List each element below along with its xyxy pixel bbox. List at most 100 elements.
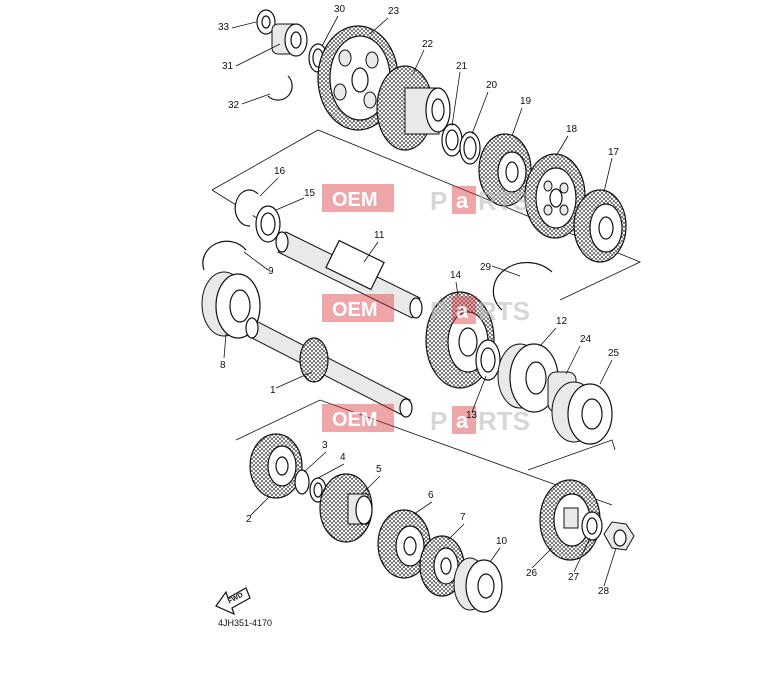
leader-line-13: [471, 375, 487, 413]
gear-5: [319, 473, 373, 543]
callout-30: 30: [334, 4, 346, 15]
svg-text:OEM: OEM: [332, 299, 378, 321]
callout-33: 33: [218, 22, 230, 33]
leader-line-5: [361, 475, 381, 495]
callout-19: 19: [520, 96, 532, 107]
callout-20: 20: [486, 80, 498, 91]
leader-line-20: [471, 91, 489, 135]
callout-32: 32: [228, 100, 240, 111]
leader-line-27: [573, 537, 591, 573]
assembly-frame-lower: [235, 399, 616, 506]
leader-line-21: [451, 71, 461, 127]
callout-18: 18: [566, 124, 578, 135]
callout-labels: 1234567891011121314151617181920212223242…: [218, 4, 620, 597]
leader-line-30: [321, 15, 339, 47]
circlip-32: [267, 75, 293, 101]
gear-2: [249, 433, 303, 499]
callout-16: 16: [274, 166, 286, 177]
callout-6: 6: [428, 490, 434, 501]
gear-7: [419, 535, 465, 597]
oil-seal-25: [551, 381, 613, 445]
svg-text:P: P: [430, 406, 447, 436]
leader-line-15: [275, 197, 305, 211]
gear-17: [573, 189, 627, 263]
callout-4: 4: [340, 452, 346, 463]
svg-text:a: a: [456, 298, 469, 323]
callout-27: 27: [568, 572, 580, 583]
callout-26: 26: [526, 568, 538, 579]
callout-15: 15: [304, 188, 316, 199]
watermark-1: OEM P a RTS: [322, 184, 530, 216]
svg-text:OEM: OEM: [332, 189, 378, 211]
circlip-20: [459, 131, 481, 165]
gear-22: [376, 65, 451, 151]
fwd-arrow-icon: FWD: [215, 587, 251, 616]
circlip-16: [234, 189, 259, 227]
callout-9: 9: [268, 266, 274, 277]
leader-line-22: [411, 49, 425, 77]
washer-3: [294, 469, 310, 495]
callout-23: 23: [388, 6, 400, 17]
sprocket-26: [539, 479, 601, 561]
svg-text:RTS: RTS: [478, 406, 530, 436]
gear-18: [524, 153, 586, 239]
svg-text:a: a: [456, 188, 469, 213]
leader-line-24: [565, 345, 581, 375]
leader-line-28: [603, 547, 617, 587]
callout-10: 10: [496, 536, 508, 547]
bearing-31: [271, 23, 308, 57]
washer-13: [475, 339, 501, 381]
callout-2: 2: [246, 514, 252, 525]
washer-21: [441, 123, 463, 157]
callout-12: 12: [556, 316, 568, 327]
leader-line-10: [489, 547, 501, 563]
leader-line-32: [241, 93, 271, 105]
leader-line-31: [235, 43, 281, 67]
bearing-33: [256, 9, 276, 35]
leader-line-25: [599, 359, 613, 385]
callout-1: 1: [270, 385, 276, 396]
leader-line-19: [511, 107, 523, 137]
leader-line-1: [275, 371, 313, 389]
leader-line-7: [447, 523, 465, 541]
callout-31: 31: [222, 61, 234, 72]
diagram-code: 4JH351-4170: [218, 618, 272, 628]
callout-8: 8: [220, 360, 226, 371]
svg-text:a: a: [456, 408, 469, 433]
callout-22: 22: [422, 39, 434, 50]
nut-28: [603, 521, 635, 551]
callout-29: 29: [480, 262, 492, 273]
watermark-2: OEM P a RTS: [322, 294, 530, 326]
leader-line-2: [249, 495, 271, 517]
svg-text:P: P: [430, 296, 447, 326]
leader-line-17: [603, 157, 613, 193]
svg-text:P: P: [430, 186, 447, 216]
callout-3: 3: [322, 440, 328, 451]
callout-21: 21: [456, 61, 468, 72]
leader-line-18: [555, 135, 569, 157]
svg-text:RTS: RTS: [478, 186, 530, 216]
leader-line-14: [455, 281, 459, 297]
leader-line-11: [363, 241, 379, 263]
leader-line-16: [259, 177, 279, 197]
leader-line-12: [539, 327, 557, 347]
leader-line-33: [231, 21, 257, 29]
callout-17: 17: [608, 147, 620, 158]
bearing-10: [453, 557, 503, 613]
callout-24: 24: [580, 334, 592, 345]
circlip-9: [202, 240, 247, 271]
callout-5: 5: [376, 464, 382, 475]
leader-line-3: [303, 451, 327, 473]
callout-25: 25: [608, 348, 620, 359]
gear-19: [478, 133, 532, 207]
leader-line-6: [413, 501, 433, 515]
callout-28: 28: [598, 586, 610, 597]
watermark-3: OEM P a RTS: [322, 404, 530, 436]
bearing-12: [497, 343, 559, 413]
callout-14: 14: [450, 270, 462, 281]
callout-7: 7: [460, 512, 466, 523]
callout-11: 11: [374, 230, 385, 241]
gear-6: [377, 509, 431, 579]
leader-line-26: [531, 547, 553, 569]
